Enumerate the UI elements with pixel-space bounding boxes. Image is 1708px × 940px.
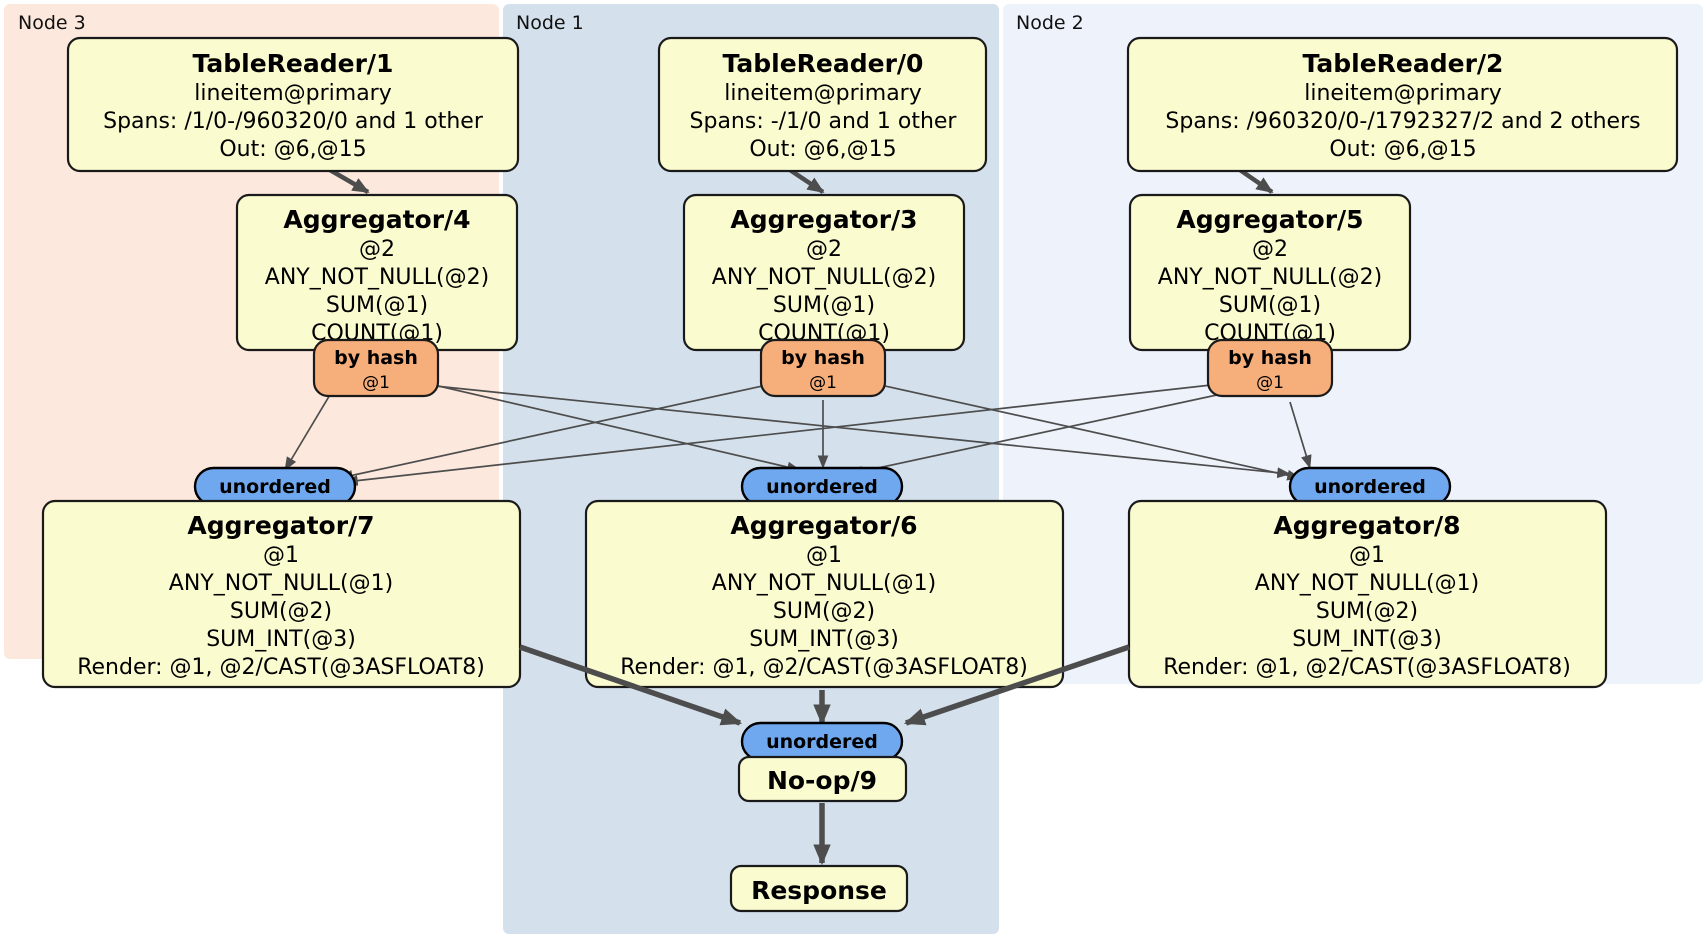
node-panel-label-node3: Node 3 xyxy=(18,12,86,34)
processor-line: Out: @6,@15 xyxy=(749,137,896,162)
processor-title: TableReader/1 xyxy=(193,49,394,78)
processor-line: SUM(@1) xyxy=(773,293,875,318)
processor-line: SUM(@2) xyxy=(1316,599,1418,624)
processor-title: Aggregator/5 xyxy=(1176,205,1363,234)
edge-hash5-to-un6 xyxy=(849,389,1241,477)
edge-hash4-to-un6 xyxy=(403,377,801,473)
processor-table-reader-0[interactable]: TableReader/0 lineitem@primary Spans: -/… xyxy=(657,36,988,173)
processor-line: SUM(@1) xyxy=(326,293,428,318)
router-by-hash-node1[interactable]: by hash @1 xyxy=(759,338,887,398)
processor-line: Render: @1, @2/CAST(@3ASFLOAT8) xyxy=(77,655,485,680)
router-by-hash-node2[interactable]: by hash @1 xyxy=(1206,338,1334,398)
processor-table-reader-1[interactable]: TableReader/1 lineitem@primary Spans: /1… xyxy=(66,36,520,173)
edge-hash5-to-un7 xyxy=(344,381,1239,486)
edge-hash3-to-un8 xyxy=(857,379,1301,481)
processor-line: @2 xyxy=(359,237,395,262)
processor-line: Render: @1, @2/CAST(@3ASFLOAT8) xyxy=(1163,655,1571,680)
router-by-hash-node3[interactable]: by hash @1 xyxy=(312,338,440,398)
edge-agg7-to-un9 xyxy=(519,644,743,726)
router-label: by hash xyxy=(334,347,418,369)
processor-response[interactable]: Response xyxy=(729,864,909,913)
synchronizer-label: unordered xyxy=(766,731,878,753)
router-sublabel: @1 xyxy=(1256,373,1284,393)
processor-line: Spans: /960320/0-/1792327/2 and 2 others xyxy=(1165,109,1640,134)
processor-line: Spans: /1/0-/960320/0 and 1 other xyxy=(103,109,484,134)
processor-title: Response xyxy=(751,876,887,905)
processor-line: SUM(@2) xyxy=(230,599,332,624)
node-panel-label-node1: Node 1 xyxy=(516,12,584,34)
synchronizer-unordered-node2[interactable]: unordered xyxy=(1288,466,1452,507)
processor-title: No-op/9 xyxy=(767,766,877,795)
router-label: by hash xyxy=(1228,347,1312,369)
processor-title: TableReader/0 xyxy=(723,49,924,78)
processor-line: Spans: -/1/0 and 1 other xyxy=(690,109,958,134)
processor-line: SUM(@1) xyxy=(1219,293,1321,318)
processor-title: Aggregator/6 xyxy=(730,511,917,540)
processor-line: SUM(@2) xyxy=(773,599,875,624)
processor-aggregator-5[interactable]: Aggregator/5 @2 ANY_NOT_NULL(@2) SUM(@1)… xyxy=(1128,193,1412,352)
processor-line: @2 xyxy=(806,237,842,262)
synchronizer-unordered-node3[interactable]: unordered xyxy=(193,466,357,507)
edge-group-final-aggregators-to-noop xyxy=(519,644,1130,726)
edge-agg8-to-un9 xyxy=(903,644,1130,726)
processor-aggregator-3[interactable]: Aggregator/3 @2 ANY_NOT_NULL(@2) SUM(@1)… xyxy=(682,193,966,352)
processor-no-op-9[interactable]: No-op/9 xyxy=(737,755,908,803)
processor-line: lineitem@primary xyxy=(724,81,922,106)
processor-line: ANY_NOT_NULL(@1) xyxy=(712,571,936,596)
edge-hash4-to-un8 xyxy=(405,382,1291,479)
processor-title: Aggregator/3 xyxy=(730,205,917,234)
synchronizer-unordered-final[interactable]: unordered xyxy=(740,721,904,762)
processor-line: SUM_INT(@3) xyxy=(1292,627,1442,652)
processor-line: Out: @6,@15 xyxy=(219,137,366,162)
processor-line: SUM_INT(@3) xyxy=(206,627,356,652)
processor-aggregator-4[interactable]: Aggregator/4 @2 ANY_NOT_NULL(@2) SUM(@1)… xyxy=(235,193,519,352)
synchronizer-label: unordered xyxy=(766,476,878,498)
processor-line: lineitem@primary xyxy=(1304,81,1502,106)
processor-title: Aggregator/7 xyxy=(187,511,374,540)
router-label: by hash xyxy=(781,347,865,369)
processor-line: ANY_NOT_NULL(@2) xyxy=(712,265,936,290)
processor-line: SUM_INT(@3) xyxy=(749,627,899,652)
processor-line: Render: @1, @2/CAST(@3ASFLOAT8) xyxy=(620,655,1028,680)
processor-title: Aggregator/8 xyxy=(1273,511,1460,540)
router-sublabel: @1 xyxy=(362,373,390,393)
synchronizer-label: unordered xyxy=(1314,476,1426,498)
processor-title: Aggregator/4 xyxy=(283,205,470,234)
edge-hash5-to-un8 xyxy=(1289,401,1312,469)
edge-group-reader-to-aggregator xyxy=(328,168,1274,194)
processor-line: @1 xyxy=(806,543,842,568)
processor-table-reader-2[interactable]: TableReader/2 lineitem@primary Spans: /9… xyxy=(1126,36,1679,173)
processor-line: @1 xyxy=(263,543,299,568)
edge-hash3-to-un7 xyxy=(339,379,791,481)
processor-title: TableReader/2 xyxy=(1303,49,1504,78)
edge-tr0-to-agg3 xyxy=(788,168,825,194)
node-panel-label-node2: Node 2 xyxy=(1016,12,1084,34)
processor-aggregator-7[interactable]: Aggregator/7 @1 ANY_NOT_NULL(@1) SUM(@2)… xyxy=(41,499,522,689)
processor-aggregator-8[interactable]: Aggregator/8 @1 ANY_NOT_NULL(@1) SUM(@2)… xyxy=(1127,499,1608,689)
processor-line: ANY_NOT_NULL(@2) xyxy=(1158,265,1382,290)
synchronizer-unordered-node1[interactable]: unordered xyxy=(740,466,904,507)
processor-line: ANY_NOT_NULL(@2) xyxy=(265,265,489,290)
processor-line: @1 xyxy=(1349,543,1385,568)
processor-line: Out: @6,@15 xyxy=(1329,137,1476,162)
router-sublabel: @1 xyxy=(809,373,837,393)
processor-aggregator-6[interactable]: Aggregator/6 @1 ANY_NOT_NULL(@1) SUM(@2)… xyxy=(584,499,1065,689)
edge-tr1-to-agg4 xyxy=(328,168,370,194)
edge-tr2-to-agg5 xyxy=(1238,168,1274,194)
processor-line: @2 xyxy=(1252,237,1288,262)
processor-line: lineitem@primary xyxy=(194,81,392,106)
processor-line: ANY_NOT_NULL(@1) xyxy=(1255,571,1479,596)
processor-line: ANY_NOT_NULL(@1) xyxy=(169,571,393,596)
synchronizer-label: unordered xyxy=(219,476,331,498)
